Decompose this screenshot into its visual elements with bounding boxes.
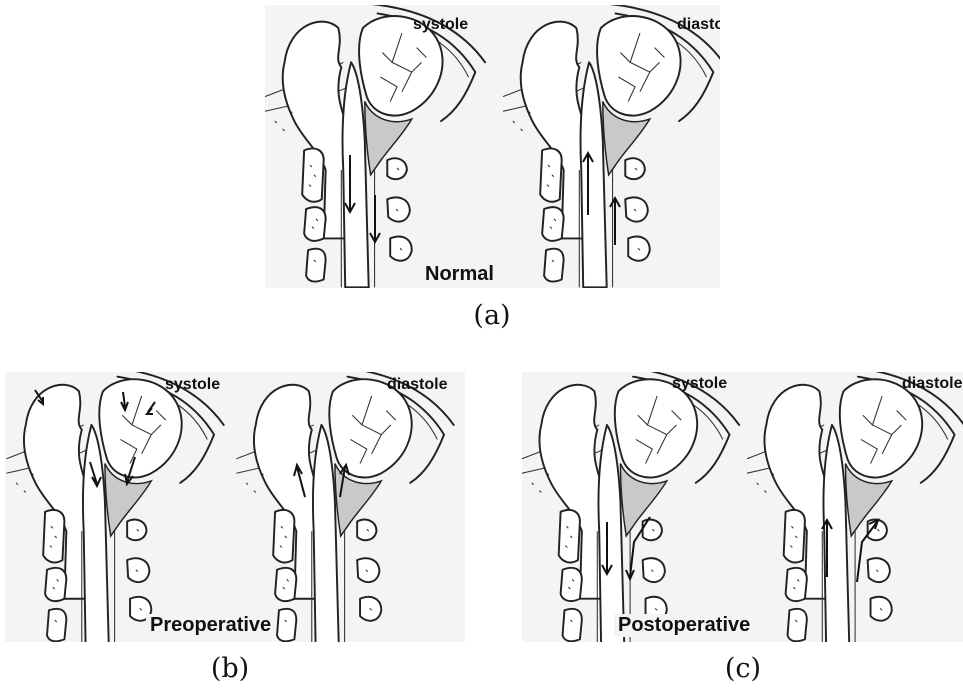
panel-b-preoperative: systole diastole Preoperative: [5, 372, 465, 642]
panel-c-diastole-label: diastole: [902, 375, 962, 393]
panel-b-diastole-label: diastole: [387, 376, 447, 394]
panel-a-normal: systole diastole Normal: [265, 5, 720, 288]
panel-c-condition-label: Postoperative: [614, 614, 754, 637]
panel-a-condition-label: Normal: [421, 263, 498, 286]
panel-b-caption: (b): [190, 653, 270, 684]
panel-a-diastole-label: diastole: [677, 16, 720, 34]
panel-b-systole-label: systole: [165, 376, 220, 394]
panel-c-postoperative: systole diastole Postoperative: [522, 372, 963, 642]
panel-a-caption: (a): [452, 300, 532, 331]
panel-c-diastole-illustration: [522, 372, 963, 642]
panel-a-systole-label: systole: [413, 16, 468, 34]
panel-c-caption: (c): [703, 653, 783, 684]
panel-c-systole-label: systole: [672, 375, 727, 393]
panel-a-diastole-illustration: [265, 5, 720, 288]
panel-b-diastole-illustration: [5, 372, 465, 642]
panel-a-diastole-flow-arrow-2: [610, 198, 620, 245]
panel-b-condition-label: Preoperative: [146, 614, 275, 637]
